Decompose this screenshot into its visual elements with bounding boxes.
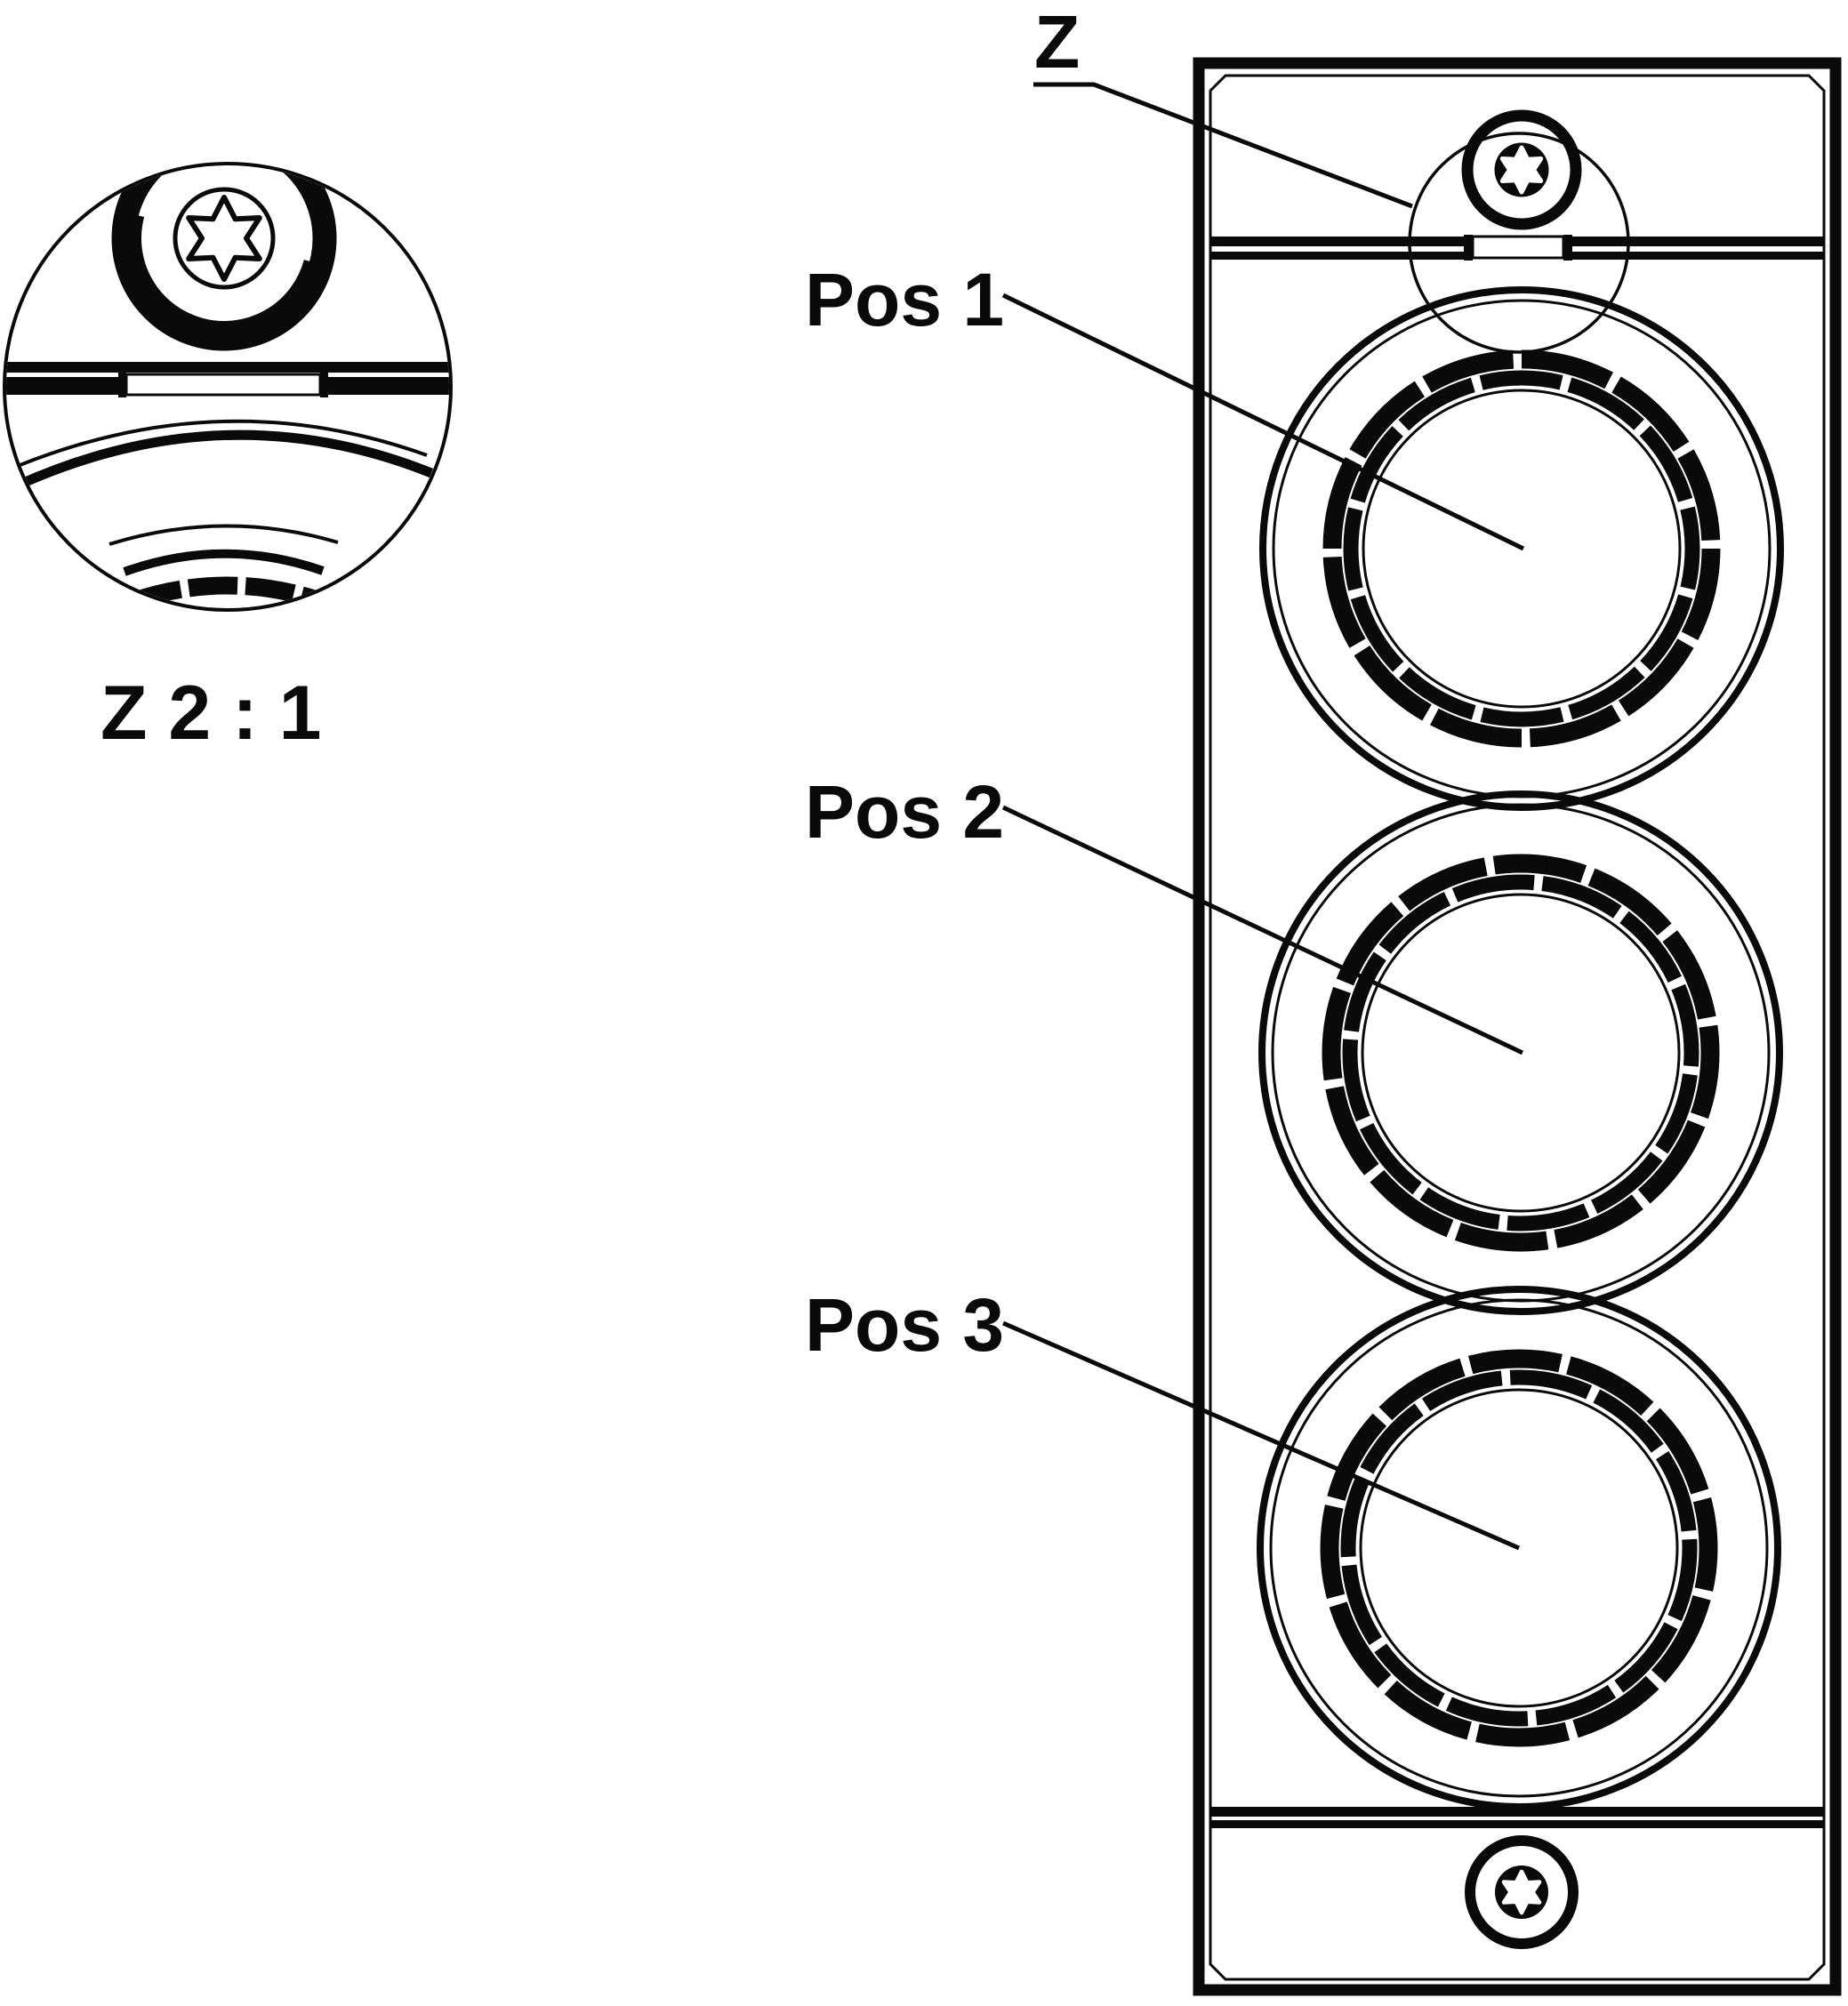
callout-label-pos1: Pos 1 (805, 258, 1004, 341)
plate-outer-edge (1193, 57, 1842, 1996)
plate-inner-edge (1209, 74, 1826, 1981)
detail-marker-label: Z (1034, 0, 1080, 84)
detail-view-z: Z 2 : 1 (3, 162, 453, 756)
top-band (1210, 235, 1825, 261)
leader-line-pos1 (1001, 293, 1525, 551)
detail-band (6, 362, 449, 397)
boss-pos-3 (1257, 1286, 1781, 1810)
bottom-band (1210, 1807, 1825, 1828)
leader-line-pos2 (1001, 805, 1524, 1055)
detail-boss-arc-mid (123, 549, 325, 576)
detail-boss-arc-slotted (130, 576, 318, 608)
torx-socket-outline (173, 187, 276, 290)
torx-screw-bottom-icon (1465, 1835, 1579, 1949)
callout-label-pos3: Pos 3 (805, 1283, 1004, 1367)
detail-scale-label: Z 2 : 1 (100, 670, 322, 756)
torx-screw-top-icon (1461, 109, 1582, 230)
top-band-notch (1471, 235, 1565, 260)
leader-line-pos3 (1002, 1320, 1520, 1551)
detail-boss-arc-outer (108, 524, 339, 546)
torx-star-icon (1499, 145, 1544, 195)
callouts: Z Pos 1 Pos 2 Pos 3 (805, 0, 1525, 1551)
detail-band-notch (125, 373, 322, 397)
detail-seam-arc-thin (17, 419, 428, 468)
detail-reference-circle (1408, 132, 1630, 354)
callout-label-pos2: Pos 2 (805, 770, 1004, 854)
detail-seam-arc-thick (11, 429, 434, 493)
detail-boundary-circle (3, 162, 453, 612)
boss-pos-2 (1258, 790, 1783, 1315)
torx-star-icon (186, 195, 262, 282)
torx-star-icon (1501, 1869, 1542, 1915)
torx-screw-detail-icon (111, 165, 337, 351)
leader-line-z (1033, 82, 1413, 209)
main-view-panel (1193, 57, 1842, 1996)
